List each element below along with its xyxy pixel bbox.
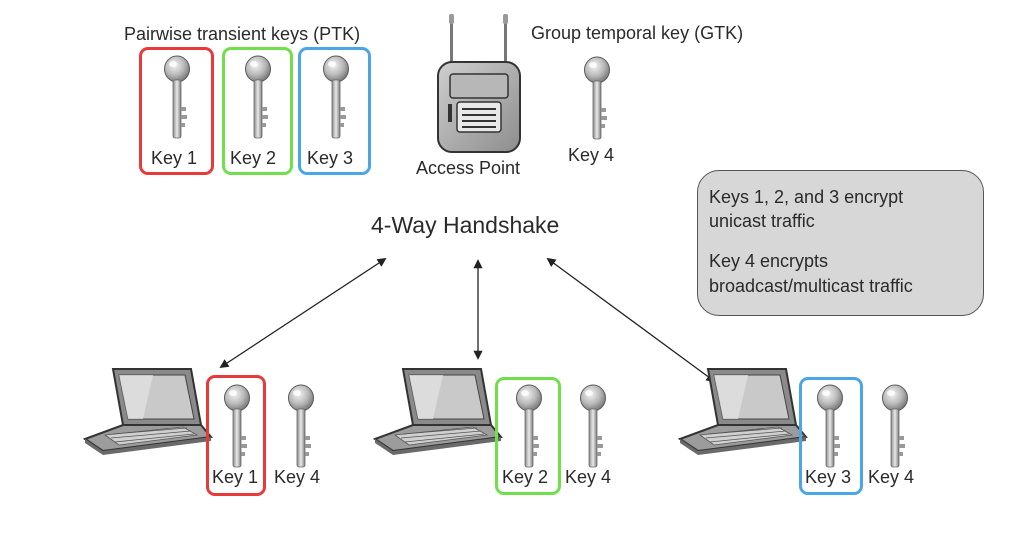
gtk-label: Group temporal key (GTK) [531,23,744,43]
note-line-2: unicast traffic [709,211,815,231]
ptk-key-3-label: Key 3 [307,148,354,168]
handshake-label: 4-Way Handshake [371,212,560,238]
arrow-client-3 [546,257,716,383]
ptk-key-3-box [298,47,371,175]
key-icon [880,384,910,470]
client-3-key-box [799,377,863,495]
client-2-gtk-label: Key 4 [565,467,612,487]
key-icon [578,384,608,470]
ptk-key-2-box [222,47,293,175]
key-icon [514,384,544,470]
client-1-gtk-label: Key 4 [274,467,321,487]
access-point-icon [437,14,521,153]
key-icon [815,384,845,470]
client-1-key-label: Key 1 [212,467,259,487]
key-icon [286,384,316,470]
note-line-1: Keys 1, 2, and 3 encrypt [709,187,904,207]
client-3-key-label: Key 3 [805,467,852,487]
laptop-icon [373,365,503,455]
key-icon [222,384,252,470]
client-3-gtk-label: Key 4 [868,467,915,487]
ptk-key-2-label: Key 2 [230,148,277,168]
ptk-key-1-box [139,47,214,175]
client-1-key-box [206,375,266,496]
arrow-client-1 [219,257,387,369]
access-point-label: Access Point [416,158,521,178]
note-line-3: Key 4 encrypts [709,251,829,271]
client-2-key-label: Key 2 [502,467,549,487]
gtk-key-label: Key 4 [568,145,615,165]
client-2-key-box [495,377,561,495]
ptk-key-1-label: Key 1 [151,148,198,168]
note-line-4: broadcast/multicast traffic [709,276,913,296]
laptop-icon [678,365,808,455]
laptop-icon [83,365,213,455]
ptk-label: Pairwise transient keys (PTK) [124,24,361,44]
legend-note: Keys 1, 2, and 3 encrypt unicast traffic… [697,170,984,316]
